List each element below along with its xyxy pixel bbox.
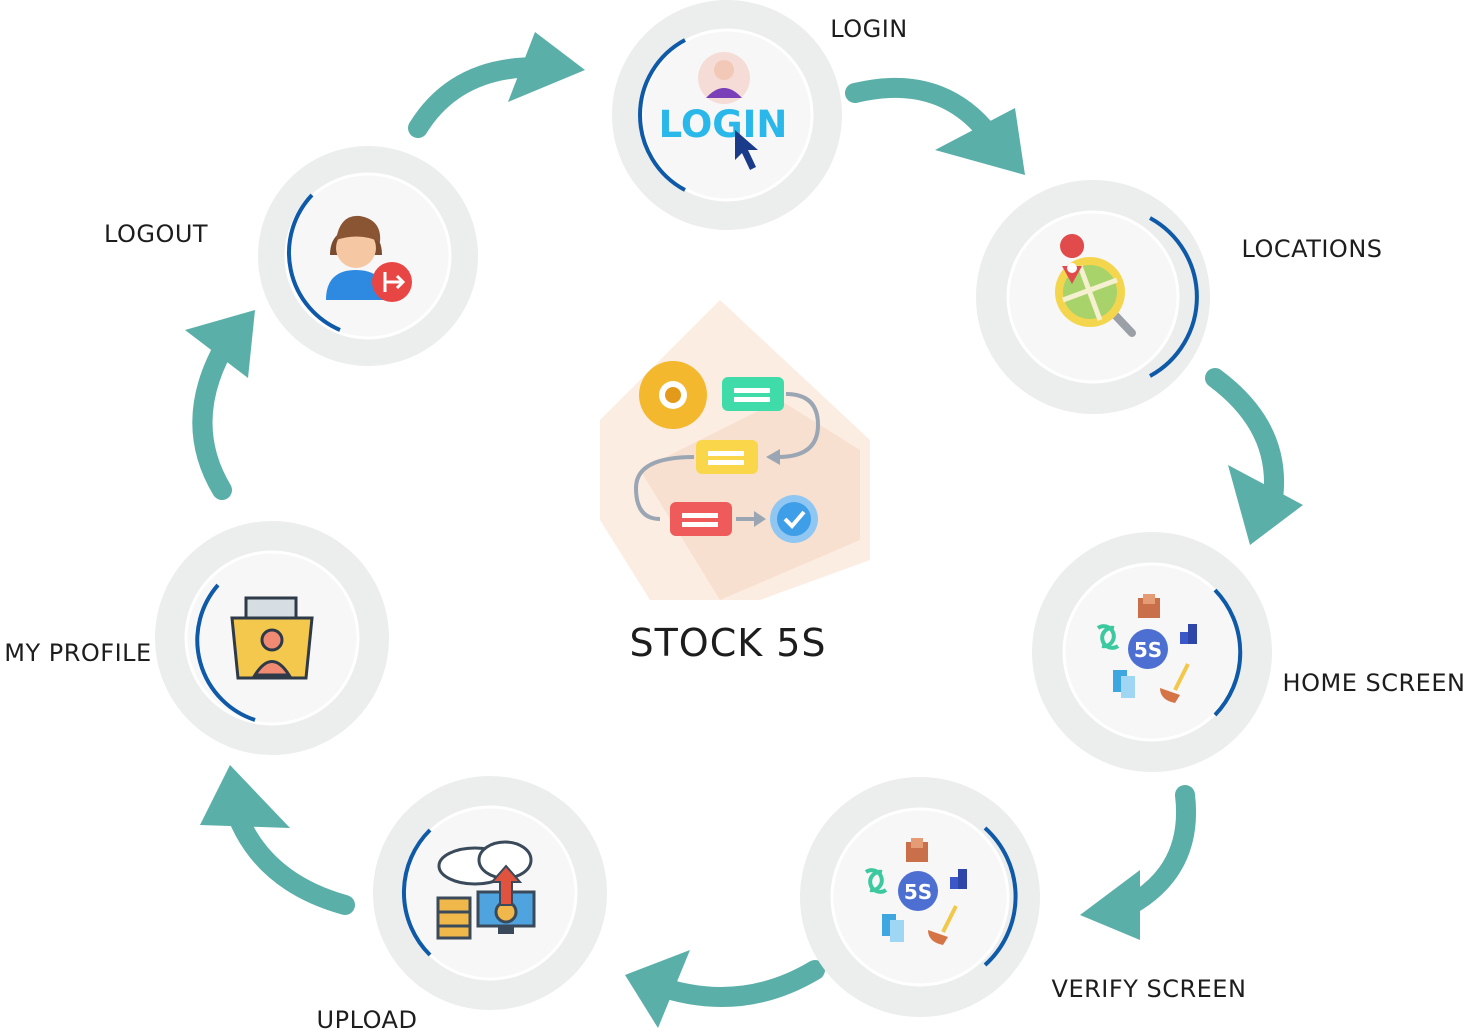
step-my-profile <box>155 521 389 755</box>
step-label-upload: UPLOAD <box>317 1006 418 1034</box>
step-login: LOGIN <box>612 0 842 230</box>
step-label-locations: LOCATIONS <box>1241 235 1382 263</box>
diagram-title: STOCK 5S <box>629 621 826 665</box>
step-label-my-profile: MY PROFILE <box>4 639 151 667</box>
check-circle-icon <box>770 495 818 543</box>
arrow-locations-to-home <box>1215 378 1303 545</box>
5s-icon-text-verify: 5S <box>904 880 932 904</box>
step-home-screen: 5S <box>1032 532 1272 772</box>
arrow-verify-to-upload <box>625 950 815 1028</box>
step-locations <box>976 180 1210 414</box>
step-logout <box>258 146 478 366</box>
arrow-profile-to-logout <box>185 310 255 490</box>
step-label-verify-screen: VERIFY SCREEN <box>1052 975 1247 1003</box>
center-workflow-illustration <box>600 300 870 600</box>
step-upload <box>373 776 607 1010</box>
step-label-home-screen: HOME SCREEN <box>1283 669 1466 697</box>
step-verify-screen: 5S <box>800 777 1040 1017</box>
arrow-login-to-locations <box>855 88 1025 175</box>
step-label-logout: LOGOUT <box>104 220 208 248</box>
arrow-home-to-verify <box>1080 795 1186 940</box>
gear-icon <box>639 361 707 429</box>
5s-icon-text: 5S <box>1134 638 1162 662</box>
login-icon-text: LOGIN <box>659 103 788 146</box>
arrow-upload-to-profile <box>200 765 345 905</box>
step-label-login: LOGIN <box>830 15 908 43</box>
arrow-logout-to-login <box>418 32 585 128</box>
